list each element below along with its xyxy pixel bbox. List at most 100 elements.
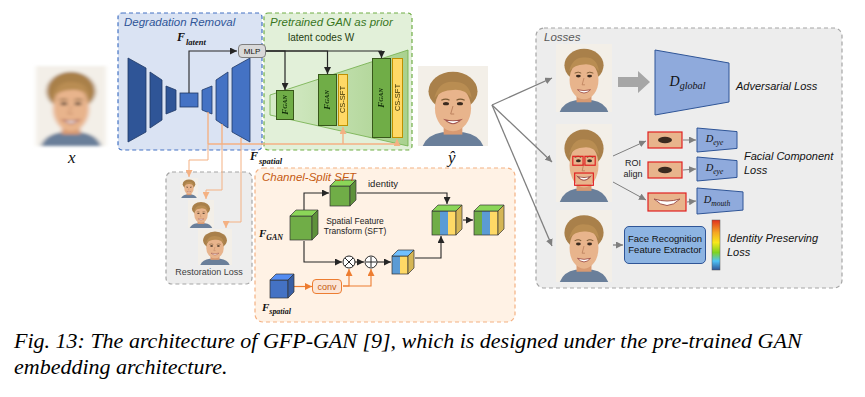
operator-stroke xyxy=(371,257,372,267)
brow xyxy=(59,99,67,100)
feature-extractor-box: Face Recognition Feature Extractor xyxy=(624,226,706,264)
brow xyxy=(575,72,582,74)
region-heading: Restoration Loss xyxy=(166,267,252,277)
operation-label: Spatial Feature Transform (SFT) xyxy=(318,216,392,236)
mouth-crop xyxy=(648,193,686,211)
output-cube xyxy=(474,205,504,235)
fringe xyxy=(569,224,599,239)
node-label: F xyxy=(322,104,332,110)
photo-ground xyxy=(418,66,488,146)
subscript: global xyxy=(680,80,706,91)
loss-face xyxy=(556,44,612,112)
gan-feature-block: FGAN xyxy=(318,74,337,126)
discriminator: Dglobal xyxy=(655,50,729,115)
cube xyxy=(290,210,318,240)
node-label: conv xyxy=(317,282,336,292)
restoration-wire xyxy=(189,144,208,177)
loss-arrow xyxy=(492,105,552,246)
loss-name: Adversarial Loss xyxy=(736,80,817,92)
crop-eye xyxy=(658,167,672,173)
cube-face xyxy=(270,280,288,298)
add-symbol xyxy=(365,256,377,268)
region-heading: Degradation Removal xyxy=(124,16,235,28)
discriminator: Deye xyxy=(697,157,737,181)
text-group: FGAN xyxy=(377,88,386,108)
feature-heat-bar xyxy=(712,220,720,270)
latent-code-arrow xyxy=(266,51,285,90)
cube-outline xyxy=(330,186,350,206)
cube-face xyxy=(392,256,400,274)
split-arrow xyxy=(304,241,342,262)
eye-crop xyxy=(648,162,682,178)
mouth xyxy=(577,176,590,180)
loss-arrow xyxy=(492,78,552,105)
eye xyxy=(202,213,204,214)
cs-sft-bar: CS-SFT xyxy=(392,58,403,138)
feature-cube: FGAN xyxy=(290,210,318,240)
nose xyxy=(214,247,216,251)
eye xyxy=(190,187,192,189)
cube-face xyxy=(490,211,498,235)
node-label: F xyxy=(280,109,290,115)
node-label: F xyxy=(376,102,386,108)
eye xyxy=(576,159,581,162)
cube-outline xyxy=(392,256,408,274)
cube-side xyxy=(498,205,504,235)
image-label: x xyxy=(68,148,76,168)
text-group: CS-SFT xyxy=(339,86,347,113)
trapezoid xyxy=(697,188,743,214)
spatial-wire xyxy=(221,124,222,144)
eye xyxy=(576,243,581,246)
trapezoid xyxy=(697,128,737,152)
cube xyxy=(270,274,294,298)
mouth xyxy=(577,258,590,262)
brow xyxy=(587,240,594,241)
conv-wire xyxy=(343,269,371,286)
text-group: CS-SFT xyxy=(394,84,402,111)
restoration-face xyxy=(180,178,198,198)
node-label: D xyxy=(704,194,712,205)
trapezoid xyxy=(655,50,729,115)
sft-arrow xyxy=(377,261,391,262)
crop-border xyxy=(648,193,686,211)
mouth xyxy=(187,191,191,192)
eye xyxy=(186,187,188,189)
figure-caption: Fig. 13: The architecture of GFP-GAN [9]… xyxy=(14,328,852,381)
mouth xyxy=(63,120,79,124)
eye xyxy=(217,245,220,246)
feature-symbol: F xyxy=(250,149,258,164)
nose xyxy=(188,188,190,190)
brow xyxy=(587,72,594,74)
crop-border xyxy=(648,162,682,178)
fringe xyxy=(184,182,194,186)
output-face xyxy=(418,66,488,146)
crop-arrow xyxy=(683,140,696,141)
subscript: GAN xyxy=(377,88,384,102)
conv-wire xyxy=(343,269,349,286)
nose xyxy=(451,106,455,114)
cube-outline xyxy=(290,216,312,240)
decoder-layer xyxy=(216,72,228,128)
region-ground xyxy=(166,172,252,284)
photo-ground xyxy=(180,178,198,198)
node-label: CS-SFT xyxy=(338,86,347,113)
crop-mouth xyxy=(654,199,680,206)
restoration-face xyxy=(188,200,214,228)
roi-arrow xyxy=(613,141,646,156)
loss-name: Identity Preserving Loss xyxy=(727,232,827,260)
restoration-wire xyxy=(226,144,241,228)
merged-cube xyxy=(432,205,462,235)
cube-side xyxy=(288,274,294,298)
node-label: MLP xyxy=(244,47,260,56)
mouth xyxy=(198,219,204,220)
crop-skin xyxy=(648,162,682,178)
photo-ground xyxy=(188,200,214,228)
subscript: GAN xyxy=(266,233,283,242)
text-group: FGAN xyxy=(323,90,332,110)
subscript: eye xyxy=(713,138,723,147)
restoration-wire xyxy=(206,144,222,199)
subscript: GAN xyxy=(323,90,330,104)
feature-arrow xyxy=(613,244,623,245)
discriminator: Deye xyxy=(697,128,737,152)
fringe xyxy=(206,236,224,243)
